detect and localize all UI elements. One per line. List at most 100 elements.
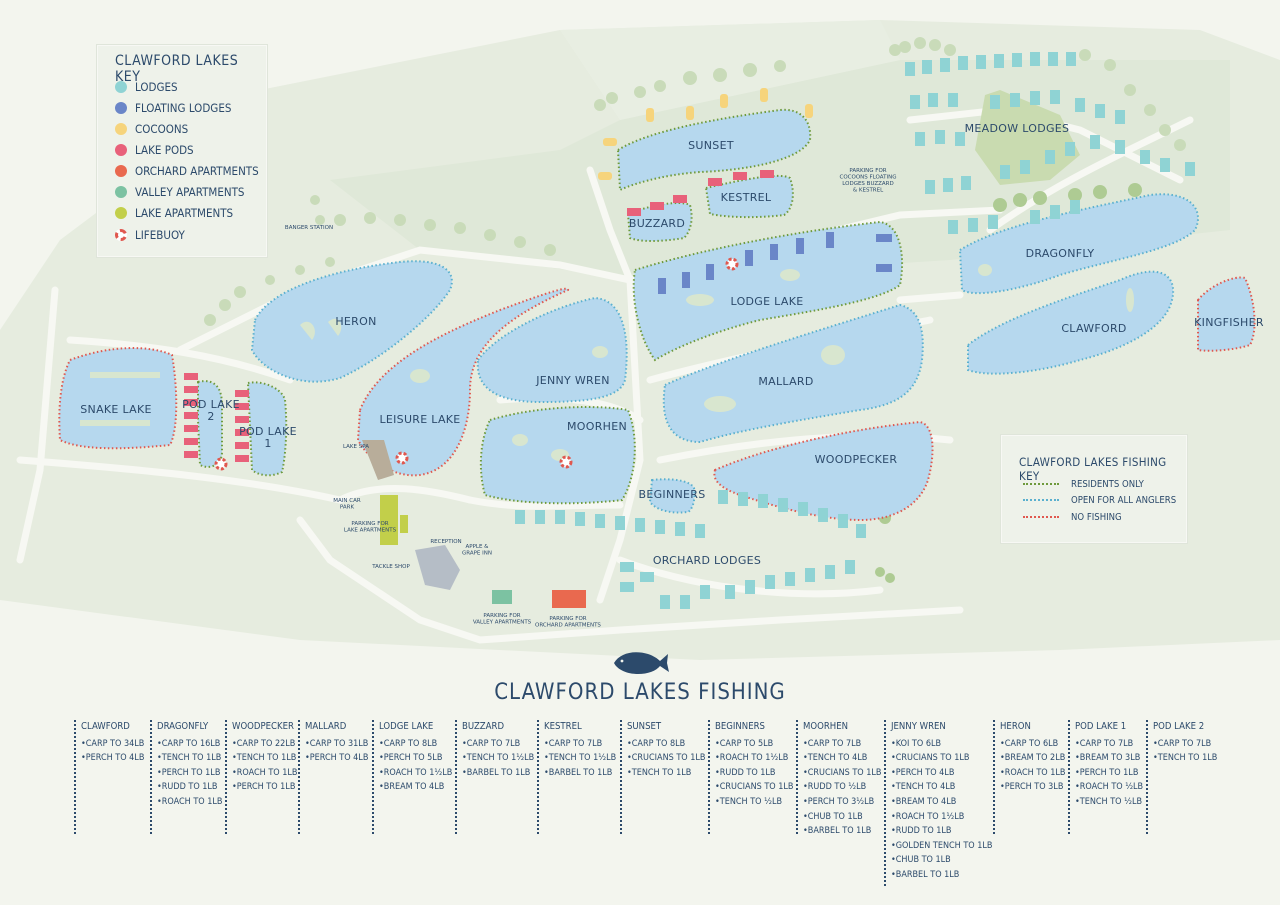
fish-entry: Carp to 31lb [305,737,369,752]
map-label: Apple &Grape Inn [462,544,492,557]
fish-list: Carp to 7lbTench to 1½lbBarbel to 1lb [544,737,616,781]
fish-entry: Roach to 1lb [232,766,298,781]
fish-entry: Perch to 4lb [81,751,145,766]
fishing-lake-name: Dragonfly [157,721,209,732]
fish-entry: Tench to 1½lb [462,751,534,766]
fish-entry: Rudd to 1lb [157,780,222,795]
fish-list: Carp to 7lbTench to 1½lbBarbel to 1lb [462,737,534,781]
key-item-orchard-apartments: Orchard Apartments [115,163,259,179]
fish-entry: Bream to 4lb [891,795,992,810]
fish-entry: Barbel to 1lb [544,766,616,781]
fish-list: Carp to 6lbBream to 2lbRoach to 1lbPerch… [1000,737,1066,795]
fishing-key-residents-only: Residents Only [1023,477,1144,491]
map-label: Sunset [688,139,734,152]
fishing-lake-name: Kestrel [544,721,582,732]
fishing-column-kestrel: KestrelCarp to 7lbTench to 1½lbBarbel to… [537,720,616,834]
map-label: Snake Lake [80,403,151,416]
fish-entry: Koi to 6lb [891,737,992,752]
fish-entry: Chub to 1lb [803,810,881,825]
fish-entry: Tench to 1½lb [544,751,616,766]
fish-entry: Barbel to 1lb [462,766,534,781]
fish-entry: Perch to 4lb [891,766,992,781]
map-label: Heron [335,315,376,328]
fish-entry: Rudd to 1lb [891,824,992,839]
fish-entry: Carp to 7lb [1075,737,1143,752]
map-label: Jenny Wren [535,374,610,387]
lake-leisure [356,287,570,477]
fish-entry: Bream to 3lb [1075,751,1143,766]
key-item-lake-apartments: Lake Apartments [115,205,233,221]
fishing-lake-name: Beginners [715,721,765,732]
fishing-key: Clawford Lakes Fishing Key Residents Onl… [1000,434,1188,544]
fish-list: Carp to 7lbBream to 3lbPerch to 1lbRoach… [1075,737,1143,810]
fishing-column-buzzard: BuzzardCarp to 7lbTench to 1½lbBarbel to… [455,720,534,834]
fish-list: Carp to 7lbTench to 1lb [1153,737,1218,766]
key-item-cocoons: Cocoons [115,121,188,137]
fish-list: Carp to 8lbPerch to 5lbRoach to 1½lbBrea… [379,737,452,795]
lake-dragonfly [958,193,1199,295]
trees [204,37,1186,583]
fishing-lake-name: Moorhen [803,721,848,732]
map-label: Tackle Shop [371,564,410,570]
lake-pod-1 [246,381,288,477]
fish-entry: Roach to 1lb [157,795,223,810]
valley-apartments-swatch [115,186,127,198]
fish-entry: Carp to 8lb [379,737,452,752]
map-label: Moorhen [567,420,627,433]
map-label: Woodpecker [815,453,898,466]
fishing-key-title: Clawford Lakes Fishing Key [1019,455,1167,483]
map-label: Dragonfly [1026,247,1095,260]
fishing-column-pod-lake-2: Pod Lake 2 Carp to 7lbTench to 1lb [1146,720,1217,834]
fish-list: Carp to 7lbTench to 4lbCrucians to 1lbRu… [803,737,882,839]
lake-jenny-wren [476,296,628,404]
fish-entry: Perch to 1lb [1075,766,1143,781]
map-label: Kingfisher [1194,316,1264,329]
key-item-lifebuoy: Lifebuoy [115,227,185,243]
roads [16,106,1194,644]
lodges [515,52,1195,609]
fish-entry: Carp to 7lb [1153,737,1217,752]
fish-icon [614,652,669,674]
fishing-column-pod-lake-1: Pod Lake 1Carp to 7lbBream to 3lbPerch t… [1068,720,1143,834]
map-label: Lake Spa [343,444,369,450]
fish-entry: Carp to 16lb [157,737,222,752]
lake-kingfisher [1197,276,1256,352]
fishing-column-sunset: SunsetCarp to 8lbCrucians to 1lbTench to… [620,720,705,834]
fish-entry: Carp to 8lb [627,737,705,752]
key-item-valley-apartments: Valley Apartments [115,184,245,200]
fish-entry: Roach to 1½lb [379,766,452,781]
fishing-column-heron: HeronCarp to 6lbBream to 2lbRoach to 1lb… [993,720,1065,834]
fish-list: Carp to 31lbPerch to 4lb [305,737,369,766]
fish-entry: Carp to 6lb [1000,737,1065,752]
fish-entry: Perch to 4lb [305,751,369,766]
lifebuoy-icon [115,229,127,241]
fish-entry: Roach to 1½lb [715,751,793,766]
fish-entry: Tench to ½lb [1075,795,1143,810]
map-label: Meadow Lodges [965,122,1070,135]
fish-entry: Carp to 7lb [462,737,534,752]
fish-entry: Perch to 1lb [157,766,222,781]
fish-entry: Perch to 3lb [1000,780,1065,795]
floating-lodges-swatch [115,102,127,114]
fish-entry: Perch to 1lb [232,780,297,795]
fishing-lake-name: Mallard [305,721,347,732]
fish-list: Koi to 6lbCrucians to 1lbPerch to 4lbTen… [891,737,993,883]
fish-entry: Carp to 7lb [544,737,616,752]
lake-pods [184,170,774,462]
floating-lodges [658,232,892,294]
fishing-column-beginners: BeginnersCarp to 5lbRoach to 1½lbRudd to… [708,720,793,834]
fish-entry: Crucians to 1lb [891,751,992,766]
fish-entry: Perch to 5lb [379,751,452,766]
fishing-lake-name: Buzzard [462,721,505,732]
fishing-lake-name: Clawford [81,721,130,732]
map-label: Lodge Lake [731,295,804,308]
lake-buzzard [626,202,693,242]
fish-entry: Tench to 1lb [157,751,222,766]
fish-entry: Bream to 4lb [379,780,452,795]
fishing-lake-name: Pod Lake 2 [1153,721,1205,732]
key-item-lodges: Lodges [115,79,178,95]
fish-list: Carp to 5lbRoach to 1½lbRudd to 1lbCruci… [715,737,794,810]
